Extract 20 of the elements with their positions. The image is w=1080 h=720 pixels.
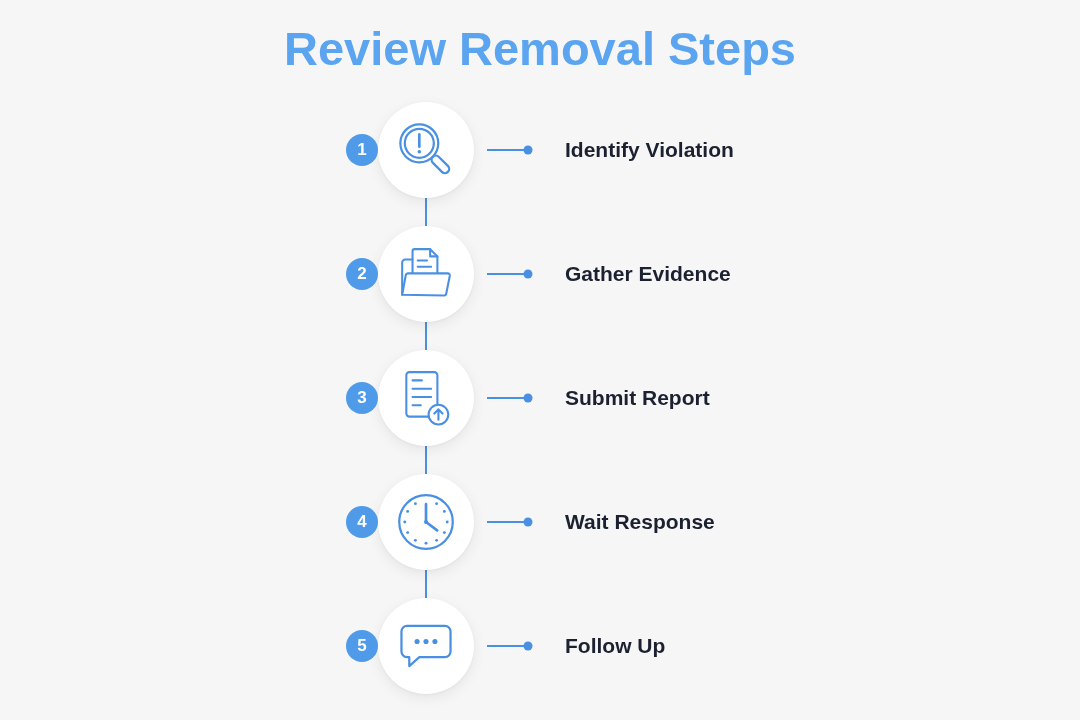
step-label: Gather Evidence <box>565 258 731 290</box>
step-number-badge: 4 <box>346 506 378 538</box>
step-label: Wait Response <box>565 506 715 538</box>
connector-line <box>425 445 427 475</box>
step-number-badge: 1 <box>346 134 378 166</box>
connector-line <box>425 321 427 351</box>
leader-line <box>486 517 533 527</box>
diagram-title: Review Removal Steps <box>284 21 796 77</box>
step-label: Submit Report <box>565 382 710 414</box>
step-number-badge: 3 <box>346 382 378 414</box>
step-label: Follow Up <box>565 630 666 662</box>
connector-line <box>425 197 427 227</box>
step-label: Identify Violation <box>565 134 734 166</box>
connector-line <box>425 569 427 599</box>
leader-line <box>486 641 533 651</box>
leader-line <box>486 269 533 279</box>
leader-line <box>486 145 533 155</box>
step-number-badge: 2 <box>346 258 378 290</box>
step-number-badge: 5 <box>346 630 378 662</box>
leader-line <box>486 393 533 403</box>
